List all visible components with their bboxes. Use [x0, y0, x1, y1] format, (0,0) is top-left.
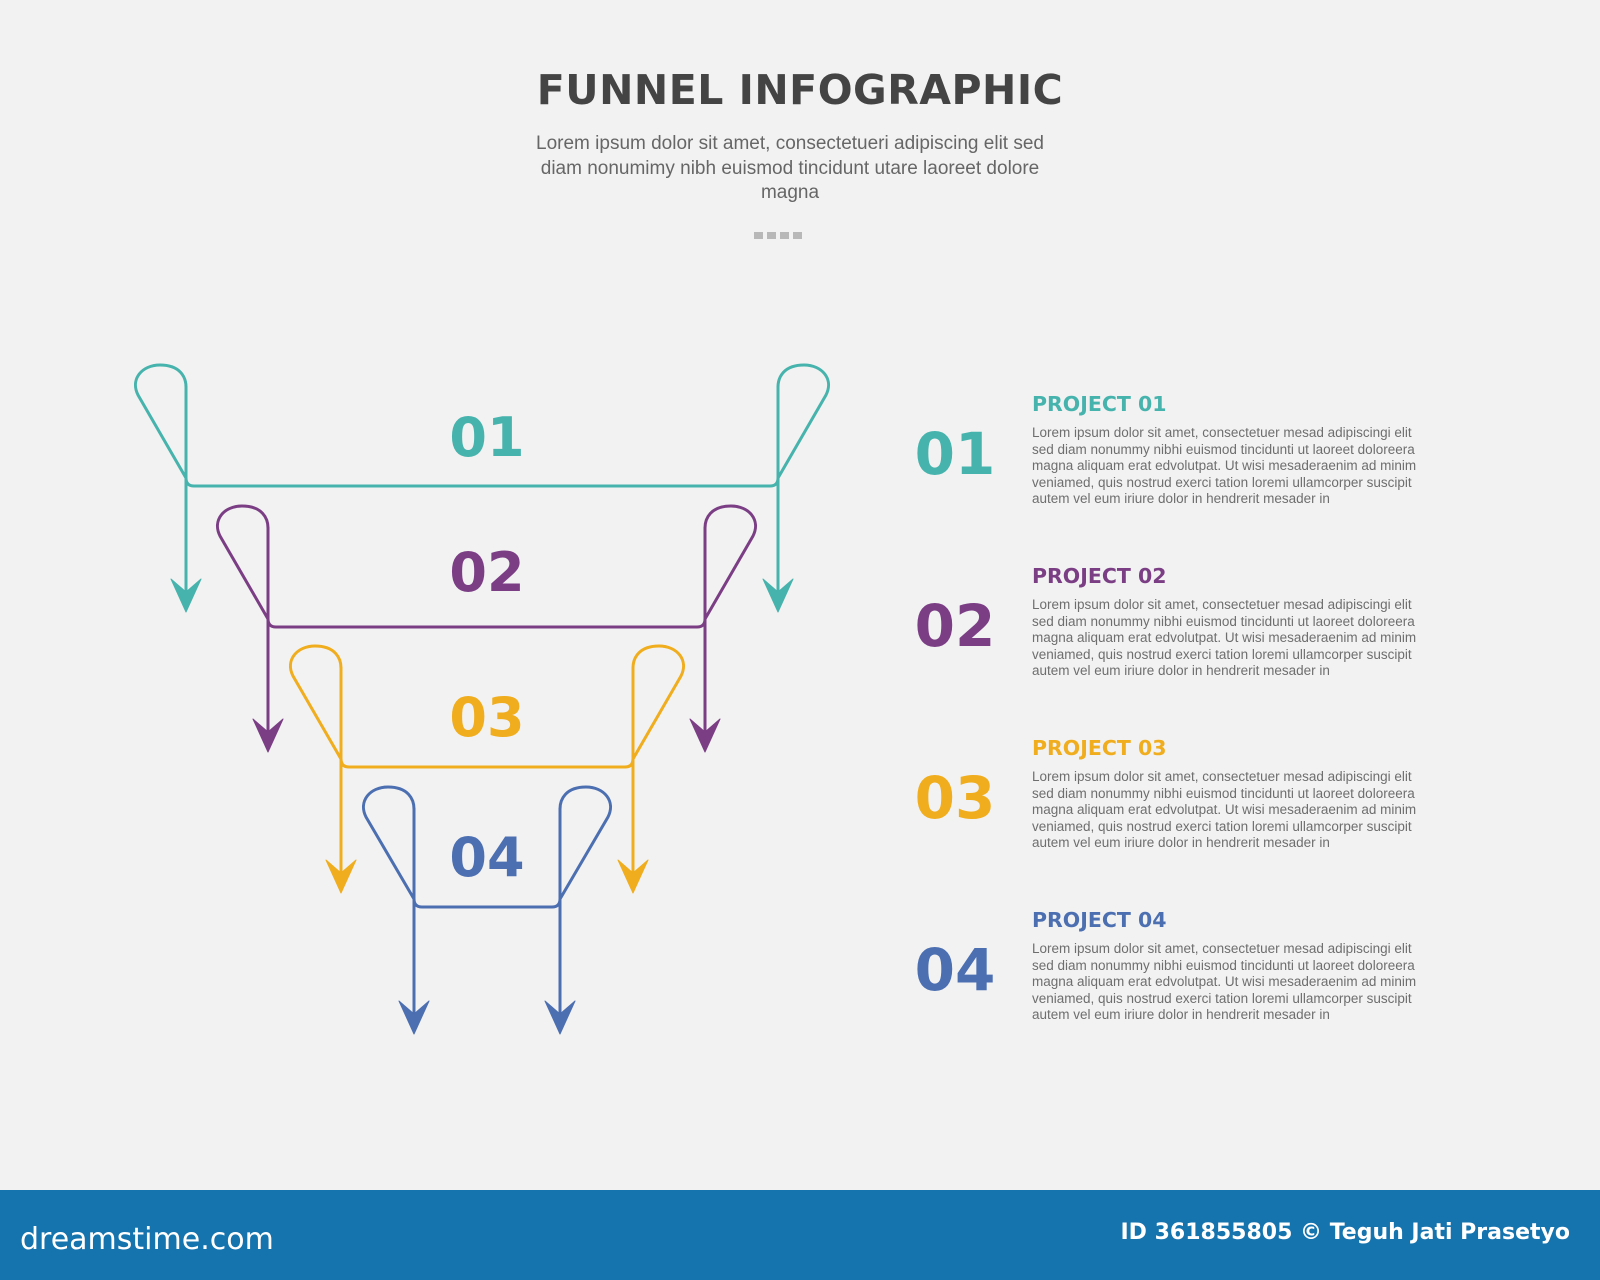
funnel-01-left-arrow-head [170, 578, 202, 613]
funnel-level-label-03: 03 [449, 686, 524, 749]
funnel-02-right-arrow-head [689, 718, 721, 753]
project-number-02: 02 [914, 592, 996, 660]
project-description-03: Lorem ipsum dolor sit amet, consectetuer… [1032, 769, 1417, 850]
funnel-03-base-line [339, 757, 635, 769]
funnel-02-right-loop [703, 504, 757, 621]
funnel-04-right-loop [558, 785, 612, 901]
funnel-04-left-loop [362, 785, 416, 901]
funnel-01-base-line [184, 476, 780, 488]
funnel-03-left-loop [289, 644, 343, 761]
funnel-level-label-02: 02 [449, 541, 524, 604]
project-description-01: Lorem ipsum dolor sit amet, consectetuer… [1032, 425, 1417, 506]
project-heading-01: PROJECT 01 [1032, 392, 1167, 416]
funnel-02-base-line [266, 617, 707, 629]
project-description-04: Lorem ipsum dolor sit amet, consectetuer… [1032, 941, 1417, 1022]
brand-logo[interactable]: dreamstime.com [20, 1222, 274, 1257]
funnel-02-left-arrow-head [252, 718, 284, 753]
page-title: FUNNEL INFOGRAPHIC [536, 66, 1064, 114]
funnel-03-left-arrow-head [325, 859, 357, 894]
funnel-01-right-loop [776, 363, 830, 480]
funnel-01-right-arrow-head [762, 578, 794, 613]
project-number-03: 03 [914, 764, 996, 832]
project-heading-04: PROJECT 04 [1032, 908, 1167, 932]
project-heading-02: PROJECT 02 [1032, 564, 1167, 588]
page-subtitle: Lorem ipsum dolor sit amet, consectetuer… [536, 133, 1044, 203]
project-heading-03: PROJECT 03 [1032, 736, 1167, 760]
project-number-01: 01 [914, 420, 996, 488]
image-credit: ID 361855805 © Teguh Jati Prasetyo [1120, 1220, 1571, 1245]
footer-bar: dreamstime.com ID 361855805 © Teguh Jati… [0, 1190, 1600, 1280]
funnel-02-left-loop [216, 504, 270, 621]
project-description-02: Lorem ipsum dolor sit amet, consectetuer… [1032, 597, 1417, 678]
funnel-03-right-arrow-head [617, 859, 649, 894]
project-number-04: 04 [914, 936, 996, 1004]
funnel-04-left-arrow-head [398, 1000, 430, 1035]
funnel-level-label-01: 01 [449, 406, 524, 469]
funnel-01-left-loop [134, 363, 188, 480]
divider-dots [754, 226, 830, 239]
funnel-04-right-arrow-head [544, 1000, 576, 1035]
funnel-level-label-04: 04 [449, 826, 524, 889]
funnel-04-base-line [412, 897, 562, 909]
funnel-diagram: 01 02 03 04 [134, 363, 830, 1035]
funnel-03-right-loop [631, 644, 685, 761]
